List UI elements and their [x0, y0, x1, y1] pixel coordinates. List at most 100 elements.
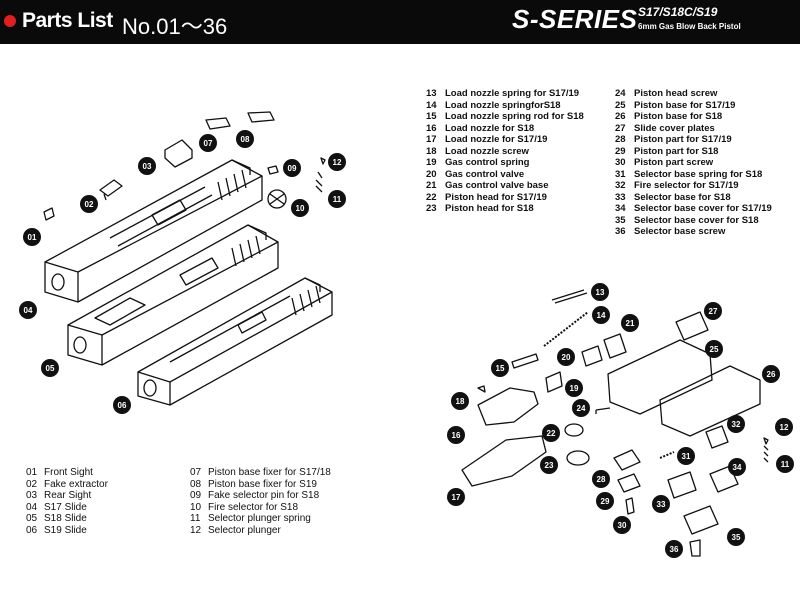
callout-18: 18	[451, 392, 469, 410]
svg-text:18: 18	[456, 397, 465, 406]
svg-text:11: 11	[333, 195, 342, 204]
svg-text:10: 10	[296, 204, 305, 213]
gas-control-spring-drawing	[545, 371, 563, 393]
callout-21: 21	[621, 314, 639, 332]
slide-s17-drawing	[44, 159, 263, 303]
callout-23: 23	[540, 456, 558, 474]
selector-base-spring-drawing	[659, 451, 675, 459]
valve-base-drawing	[603, 333, 627, 359]
callout-31: 31	[677, 447, 695, 465]
piston-base-s18-drawing	[659, 365, 761, 437]
callout-29: 29	[596, 492, 614, 510]
svg-text:32: 32	[732, 420, 741, 429]
load-nozzle-s17-drawing	[461, 435, 547, 487]
callout-05: 05	[41, 359, 59, 377]
selector-base-screw-drawing	[689, 539, 701, 557]
page-title: Parts List	[22, 9, 113, 32]
callout-01: 01	[23, 228, 41, 246]
slide-s19-drawing	[137, 277, 333, 406]
callout-14: 14	[592, 306, 610, 324]
fake-extractor-drawing	[99, 179, 123, 201]
parts-range: No.01～36	[122, 14, 228, 39]
svg-text:12: 12	[333, 158, 342, 167]
piston-head-screw-drawing	[595, 407, 611, 414]
red-dot-icon	[4, 15, 16, 27]
callout-20: 20	[557, 348, 575, 366]
brand-name: S-SERIES	[512, 4, 638, 34]
fire-selector-s18-drawing	[267, 189, 287, 209]
callout-15: 15	[491, 359, 509, 377]
callout-03: 03	[138, 157, 156, 175]
callout-02: 02	[80, 195, 98, 213]
nozzle-screw-drawing	[477, 385, 486, 393]
selector-base-cover-s17-drawing	[709, 465, 739, 493]
svg-text:22: 22	[547, 429, 556, 438]
svg-text:05: 05	[46, 364, 55, 373]
callout-19: 19	[565, 379, 583, 397]
callout-27: 27	[704, 302, 722, 320]
piston-head-s18-drawing	[566, 450, 590, 466]
load-nozzle-s18-drawing	[477, 387, 539, 426]
callout-06: 06	[113, 396, 131, 414]
brand-subtitle: 6mm Gas Blow Back Pistol	[638, 22, 741, 31]
svg-text:07: 07	[204, 139, 213, 148]
svg-text:34: 34	[733, 463, 742, 472]
selector-plunger-drawing	[320, 157, 326, 165]
svg-text:35: 35	[732, 533, 741, 542]
callout-10: 10	[291, 199, 309, 217]
svg-text:04: 04	[24, 306, 33, 315]
svg-text:25: 25	[710, 345, 719, 354]
svg-text:08: 08	[241, 135, 250, 144]
piston-part-screw-drawing	[625, 497, 635, 515]
svg-text:24: 24	[577, 404, 586, 413]
svg-text:03: 03	[143, 162, 152, 171]
svg-text:30: 30	[618, 521, 627, 530]
svg-text:31: 31	[682, 452, 691, 461]
callout-13: 13	[591, 283, 609, 301]
piston-part-s17-drawing	[613, 449, 641, 471]
piston-head-s17-drawing	[564, 423, 584, 437]
piston-fixer-s19-drawing	[247, 111, 275, 123]
callout-12: 12	[328, 153, 346, 171]
piston-base-s17-drawing	[607, 339, 713, 415]
selector-spring-right-drawing	[763, 445, 769, 463]
svg-text:33: 33	[657, 500, 666, 509]
selector-spring-drawing	[315, 171, 323, 193]
callout-24: 24	[572, 399, 590, 417]
svg-text:16: 16	[452, 431, 461, 440]
callout-26: 26	[762, 365, 780, 383]
fake-selector-pin-drawing	[267, 165, 279, 175]
selector-plunger-right-drawing	[763, 437, 769, 445]
slide-s18-drawing	[67, 224, 279, 366]
svg-text:15: 15	[496, 364, 505, 373]
